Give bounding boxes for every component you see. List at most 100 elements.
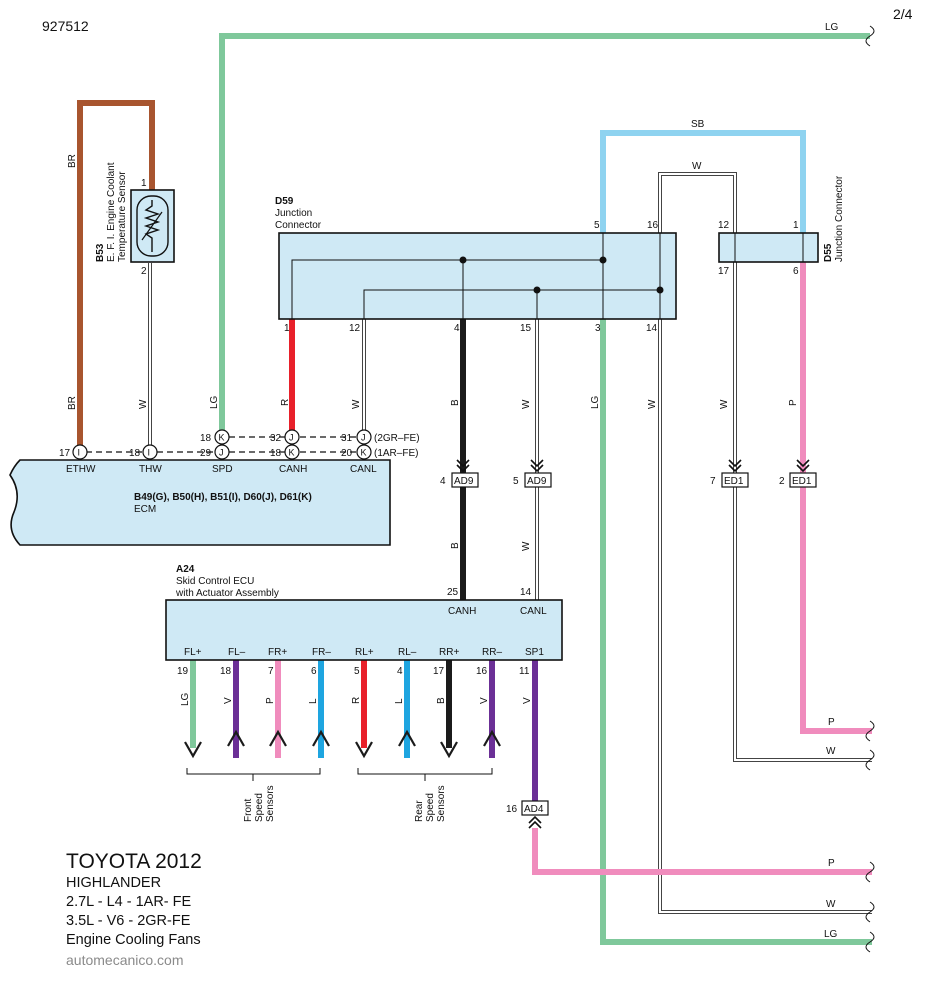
skid-ecu-terminal: FL– xyxy=(228,647,246,658)
arrow-rr-minus xyxy=(483,729,501,747)
ecm-pin-num: 31 xyxy=(341,433,353,444)
wire-label-w-thw: W xyxy=(138,399,149,409)
ecm-pin-letter: J xyxy=(361,433,366,443)
d59-pin: 15 xyxy=(520,323,532,334)
inline-label: AD9 xyxy=(527,476,547,487)
arrow-fl-minus xyxy=(227,729,245,747)
d59-code: D59 xyxy=(275,196,294,207)
inline-label: AD9 xyxy=(454,476,474,487)
d59-pin: 16 xyxy=(647,220,659,231)
sensor-name-line1: E. F. I. Engine Coolant xyxy=(106,162,117,262)
sensor-wire-code: R xyxy=(351,697,362,704)
ecm-box xyxy=(9,459,391,546)
d55-pin: 12 xyxy=(718,220,730,231)
d55-pin: 6 xyxy=(793,266,799,277)
footer-engine-1: 2.7L - L4 - 1AR- FE xyxy=(66,894,192,910)
bracket-rear-sensors xyxy=(357,768,493,781)
skid-ecu-terminal: FR+ xyxy=(268,647,287,658)
skid-ecu-pin: 4 xyxy=(397,666,403,677)
skid-ecu-top-terminal: CANL xyxy=(520,606,547,617)
junction-d59-box xyxy=(278,232,677,320)
inline-label: ED1 xyxy=(792,476,812,487)
rear-sensors-line3: Sensors xyxy=(436,785,447,822)
ecm-pin-letter: K xyxy=(219,433,225,443)
wire-lg-top xyxy=(219,33,870,430)
footer-info: TOYOTA 2012 HIGHLANDER 2.7L - L4 - 1AR- … xyxy=(66,850,202,968)
ecm-pin-num: 32 xyxy=(270,433,282,444)
wire-label-w-17: W xyxy=(719,399,730,409)
skid-ecu-pin: 6 xyxy=(311,666,317,677)
sensor-wire-code: V xyxy=(522,697,533,704)
junction-d59-internal xyxy=(291,233,661,319)
connector-chevrons xyxy=(456,459,810,829)
wire-break-marks xyxy=(865,25,875,953)
d59-pin: 3 xyxy=(595,323,601,334)
wire-label-br-top: BR xyxy=(67,154,78,168)
skid-ecu-code: A24 xyxy=(176,564,195,575)
wire-label-p-bottom: P xyxy=(828,858,835,869)
wire-label-b-top: B xyxy=(450,399,461,406)
arrow-fl-plus xyxy=(184,741,202,759)
wire-label-w-loop: W xyxy=(692,161,702,172)
wire-label-w-mid: W xyxy=(521,541,532,551)
d59-name-line1: Junction xyxy=(275,208,312,219)
arrow-fr-plus xyxy=(269,729,287,747)
ecm-pin-letter: I xyxy=(148,448,151,458)
d59-pin: 5 xyxy=(594,220,600,231)
document-number: 927512 xyxy=(42,18,89,34)
ecm-pin-circles xyxy=(72,429,372,460)
ecm-terminal: ETHW xyxy=(66,464,96,475)
thermistor-icon xyxy=(143,200,161,252)
skid-ecu-pin: 18 xyxy=(220,666,232,677)
skid-ecu-top-pin: 14 xyxy=(520,587,532,598)
ecm-variant-2gr: (2GR–FE) xyxy=(374,433,420,444)
skid-ecu-name-line2: with Actuator Assembly xyxy=(175,588,279,599)
arrow-rr-plus xyxy=(440,741,458,759)
wire-w-ed1 xyxy=(734,262,872,761)
skid-ecu-terminal: SP1 xyxy=(525,647,544,658)
wire-lg-bottom xyxy=(600,319,872,945)
skid-ecu-terminal: FL+ xyxy=(184,647,202,658)
sensor-wire-code: LG xyxy=(180,692,191,706)
d55-pin: 1 xyxy=(793,220,799,231)
wire-label-b-mid: B xyxy=(450,542,461,549)
front-sensors-line1: Front xyxy=(243,798,254,822)
ecm-connectors-label: B49(G), B50(H), B51(I), D60(J), D61(K) xyxy=(134,492,312,503)
sensor-code: B53 xyxy=(95,243,106,262)
sensor-wire-code: P xyxy=(265,697,276,704)
skid-ecu-pin: 11 xyxy=(519,666,530,677)
skid-ecu-top-pin: 25 xyxy=(447,587,459,598)
wire-label-w-bottom: W xyxy=(826,899,836,910)
inline-pin: 5 xyxy=(513,476,519,487)
sensor-wire-code: L xyxy=(308,698,319,704)
wire-label-p-6: P xyxy=(788,399,799,406)
ecm-pin-letter: I xyxy=(78,448,81,458)
wire-label-br-bottom: BR xyxy=(67,396,78,410)
ecm-pin-letter: K xyxy=(361,448,367,458)
ecm-terminal: CANH xyxy=(279,464,307,475)
wire-label-sb: SB xyxy=(691,119,705,130)
wire-label-lg-3: LG xyxy=(590,395,601,409)
sensor-wire-code: V xyxy=(223,697,234,704)
arrow-rl-minus xyxy=(398,729,416,747)
footer-site: automecanico.com xyxy=(66,952,184,968)
sensor-pin-top: 1 xyxy=(141,178,147,189)
inline-label: AD4 xyxy=(524,804,544,815)
d59-pin: 1 xyxy=(284,323,290,334)
ecm-pin-num: 20 xyxy=(341,448,353,459)
d59-pin: 14 xyxy=(646,323,658,334)
ecm-pin-num: 18 xyxy=(129,448,141,459)
front-sensors-line3: Sensors xyxy=(265,785,276,822)
skid-ecu-top-terminal: CANH xyxy=(448,606,476,617)
wire-label-lg-bottom: LG xyxy=(824,929,838,940)
skid-ecu-box xyxy=(165,599,563,661)
front-sensors-line2: Speed xyxy=(254,793,265,822)
sensor-wire-code: V xyxy=(479,697,490,704)
page-number: 2/4 xyxy=(893,6,913,22)
wire-label-r-canh: R xyxy=(280,399,291,406)
footer-model: HIGHLANDER xyxy=(66,875,162,891)
wire-sb xyxy=(600,130,806,233)
ecm-terminal: CANL xyxy=(350,464,377,475)
skid-ecu-pin: 5 xyxy=(354,666,360,677)
